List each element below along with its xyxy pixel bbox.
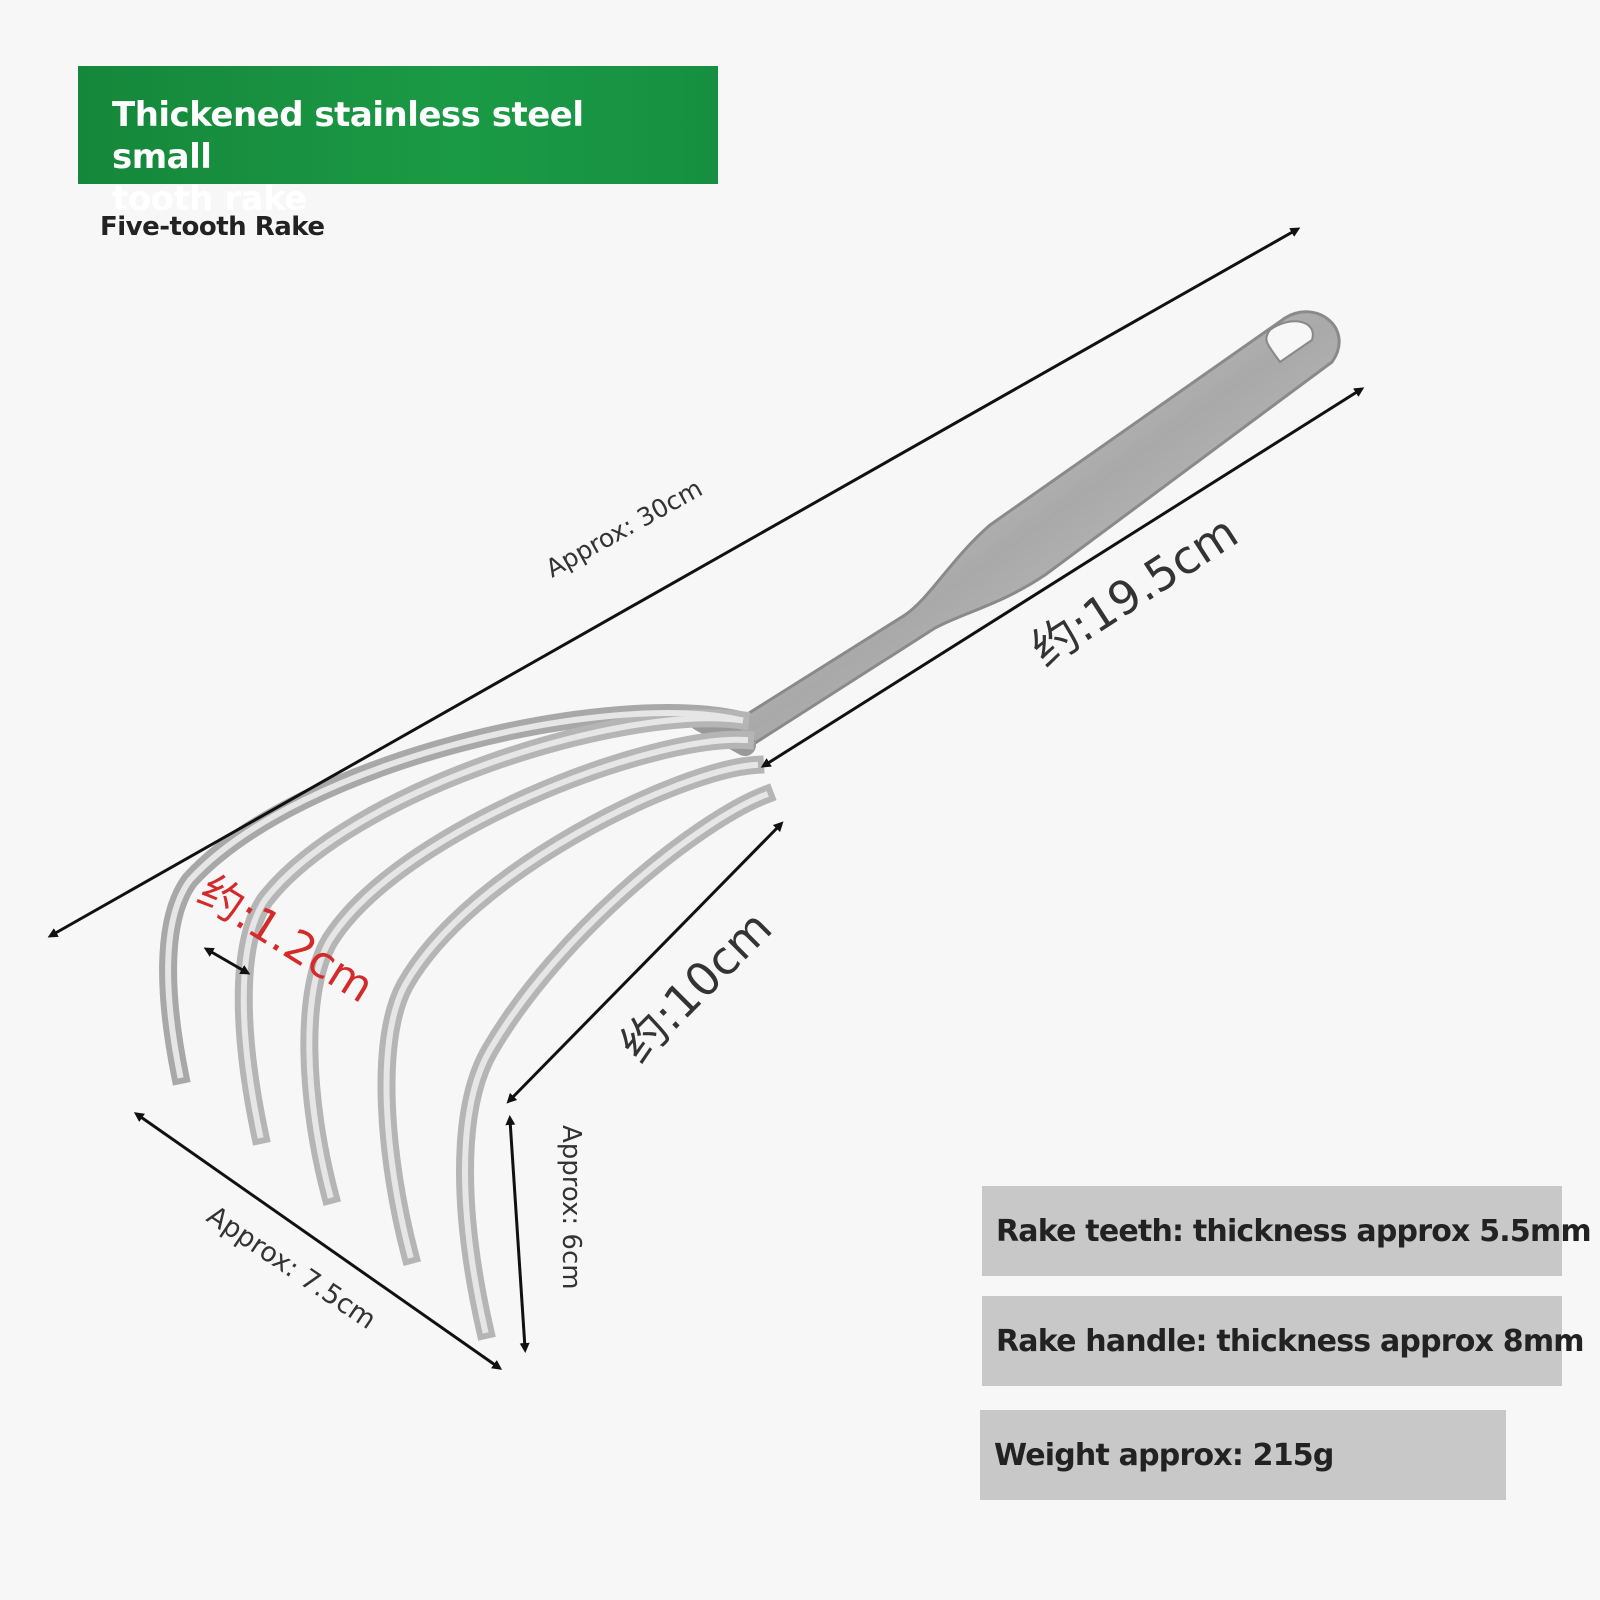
title-line-2: tooth rake <box>112 179 307 219</box>
tooth-height-arrow <box>505 1115 530 1353</box>
rake-handle <box>689 310 1341 756</box>
head-length-label: 约:10cm <box>610 900 783 1073</box>
head-width-arrow <box>133 1112 503 1370</box>
spec-teeth-thickness: Rake teeth: thickness approx 5.5mm <box>982 1186 1592 1276</box>
tooth-spacing-arrow <box>203 947 251 975</box>
title-line-1: Thickened stainless steel small <box>112 95 584 177</box>
spec-handle-thickness: Rake handle: thickness approx 8mm <box>982 1296 1585 1386</box>
title-banner: Thickened stainless steel small tooth ra… <box>78 66 718 219</box>
overall-length-label: Approx: 30cm <box>541 473 707 583</box>
tooth-height-label: Approx: 6cm <box>556 1125 586 1290</box>
handle-length-arrow <box>760 387 1365 768</box>
head-length-arrow <box>506 821 784 1104</box>
overall-length-arrow <box>47 227 1301 938</box>
spec-weight: Weight approx: 215g <box>980 1410 1506 1500</box>
